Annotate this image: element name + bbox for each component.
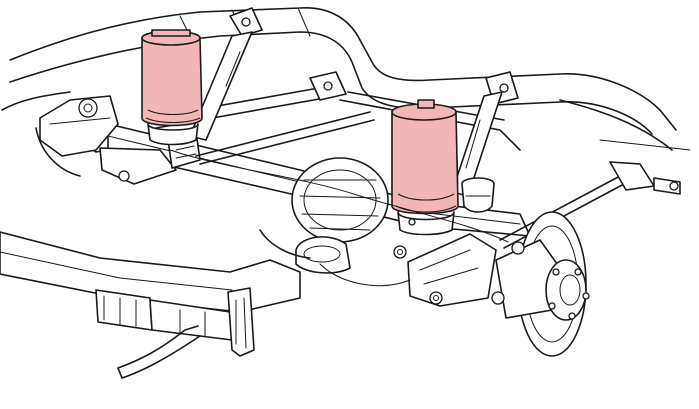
air-spring-left bbox=[141, 29, 203, 146]
shock-absorber-right bbox=[451, 91, 503, 213]
brake-lines bbox=[169, 149, 509, 287]
frame-rail bbox=[0, 231, 301, 379]
differential-housing bbox=[259, 157, 389, 274]
shock-absorber-left bbox=[189, 7, 263, 141]
vehicle-body-outline bbox=[1, 7, 691, 151]
air-spring-right bbox=[391, 99, 459, 236]
right-lower-bracket bbox=[407, 233, 497, 307]
wheel-hub bbox=[545, 259, 590, 321]
